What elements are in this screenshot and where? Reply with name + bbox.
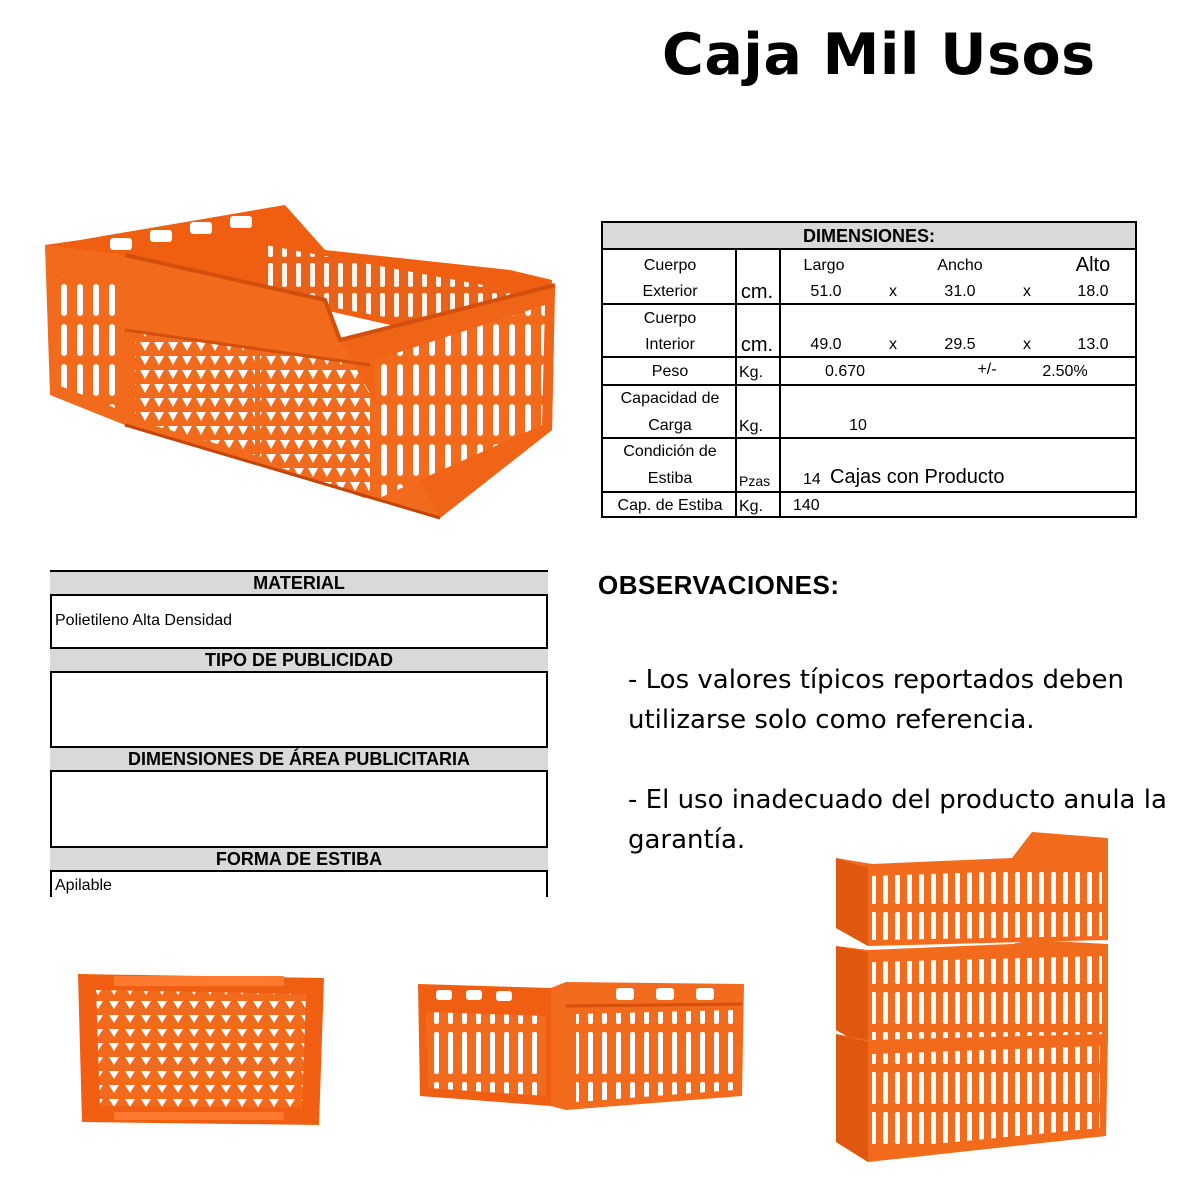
interior-label-1: Cuerpo (643, 310, 697, 327)
condicion-label-2: Estiba (647, 470, 693, 487)
area-publicitaria-header: DIMENSIONES DE ÁREA PUBLICITARIA (50, 746, 548, 772)
condicion-value: 14 (803, 471, 821, 488)
peso-tolerance: 2.50% (1042, 363, 1088, 380)
crate-side-view-image (418, 982, 744, 1110)
capacidad-value: 10 (849, 417, 867, 434)
material-table: MATERIAL Polietileno Alta Densidad TIPO … (50, 570, 548, 897)
exterior-unit: cm. (740, 281, 774, 303)
capacidad-unit: Kg. (739, 418, 764, 435)
peso-label: Peso (651, 363, 689, 380)
peso-tolerance-sign: +/- (977, 361, 997, 378)
stacked-crates-image (836, 832, 1108, 1162)
observaciones-heading: OBSERVACIONES: (598, 570, 840, 600)
capacidad-label-1: Capacidad de (620, 390, 720, 407)
forma-estiba-header: FORMA DE ESTIBA (50, 846, 548, 872)
peso-value: 0.670 (824, 363, 866, 380)
exterior-label-1: Cuerpo (643, 257, 697, 274)
dimensions-table: DIMENSIONES: Cuerpo Exterior cm. Largo A… (601, 221, 1137, 518)
peso-unit: Kg. (739, 364, 764, 381)
condicion-text: Cajas con Producto (830, 466, 1005, 488)
condicion-label-1: Condición de (623, 443, 717, 460)
observacion-item-1: - Los valores típicos reportados deben u… (628, 665, 1124, 735)
exterior-ancho: 31.0 (944, 283, 976, 300)
page-title: Caja Mil Usos (662, 22, 1096, 88)
times-sign: x (1023, 283, 1031, 300)
col-alto: Alto (1075, 254, 1111, 276)
cap-estiba-label: Cap. de Estiba (617, 497, 723, 514)
times-sign: x (1023, 336, 1031, 353)
material-value: Polietileno Alta Densidad (55, 612, 233, 629)
col-largo: Largo (803, 257, 845, 274)
exterior-label-2: Exterior (642, 283, 698, 300)
interior-label-2: Interior (645, 336, 695, 353)
interior-alto: 13.0 (1077, 336, 1109, 353)
times-sign: x (889, 283, 897, 300)
capacidad-label-2: Carga (648, 417, 692, 434)
main-crate-image (45, 205, 556, 520)
exterior-largo: 51.0 (810, 283, 842, 300)
times-sign: x (889, 336, 897, 353)
forma-estiba-value: Apilable (55, 877, 112, 894)
publicidad-header: TIPO DE PUBLICIDAD (50, 647, 548, 673)
material-header: MATERIAL (50, 570, 548, 596)
exterior-alto: 18.0 (1077, 283, 1109, 300)
interior-unit: cm. (740, 334, 774, 356)
dimensions-header: DIMENSIONES: (603, 223, 1135, 250)
col-ancho: Ancho (937, 257, 983, 274)
condicion-unit: Pzas (739, 473, 771, 489)
cap-estiba-unit: Kg. (739, 498, 764, 515)
interior-ancho: 29.5 (944, 336, 976, 353)
observacion-item-2: - El uso inadecuado del producto anula l… (628, 785, 1167, 855)
cap-estiba-value: 140 (793, 497, 820, 514)
crate-top-view-image (78, 974, 324, 1125)
interior-largo: 49.0 (810, 336, 842, 353)
